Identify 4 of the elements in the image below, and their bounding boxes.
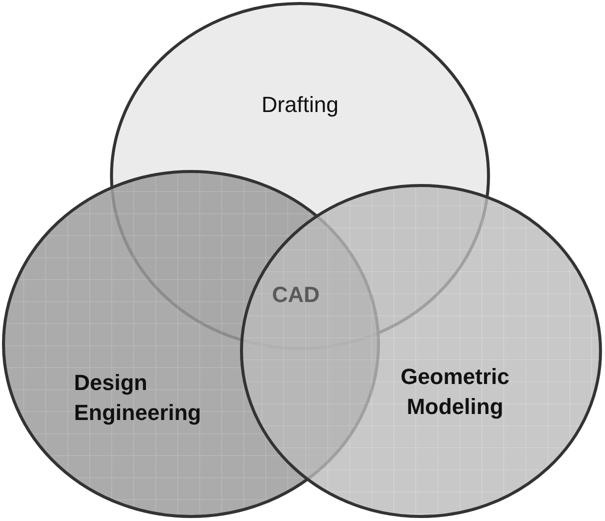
circle-label: Drafting (260, 91, 340, 119)
circle-label: Geometric Modeling (400, 363, 510, 421)
circle-label: Design Engineering (74, 369, 202, 427)
intersection-label: CAD (272, 282, 320, 308)
